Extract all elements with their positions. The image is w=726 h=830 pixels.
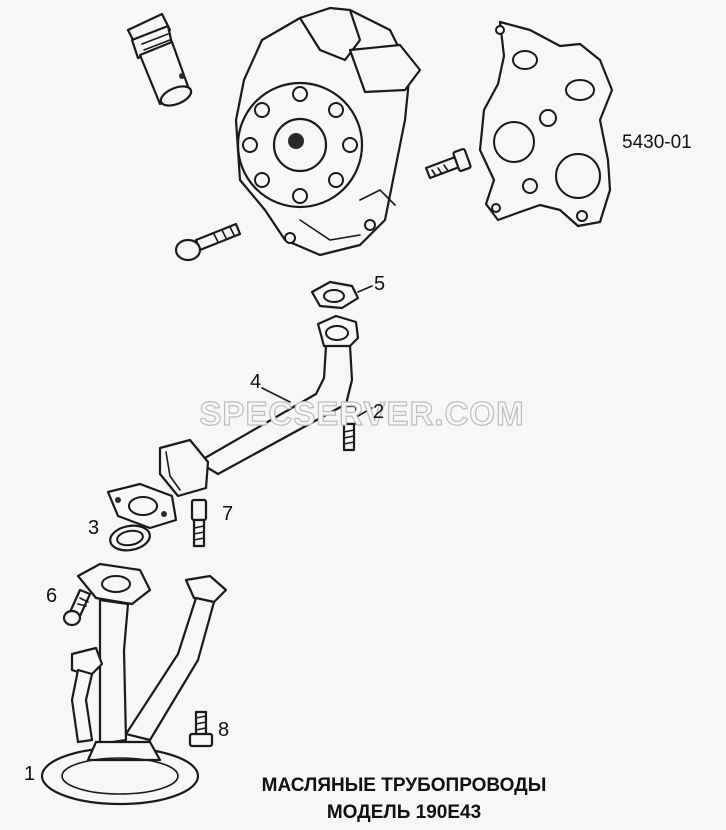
o-ring-3: [109, 524, 151, 552]
suction-pipe-1: [40, 562, 228, 806]
flange-gasket-5: [310, 280, 360, 310]
leader-lines: [261, 285, 373, 417]
callout-6: 6: [46, 585, 57, 607]
bolt-6: [62, 588, 92, 627]
callout-8: 8: [218, 719, 229, 741]
callout-3: 3: [88, 517, 99, 539]
bolt-8: [188, 710, 214, 748]
bolt-7: [190, 498, 208, 548]
callout-7: 7: [222, 503, 233, 525]
oil-pipe-4: [106, 314, 360, 530]
callout-4: 4: [250, 371, 261, 393]
callout-1: 1: [24, 763, 35, 785]
pump-gasket: [478, 20, 614, 228]
callout-2: 2: [373, 401, 384, 423]
caption-line-2: МОДЕЛЬ 190Е43: [327, 802, 481, 823]
bolt-2: [340, 404, 358, 452]
pump-bolt-right: [424, 148, 472, 180]
caption-line-1: МАСЛЯНЫЕ ТРУБОПРОВОДЫ: [262, 775, 547, 796]
watermark: SPECSERVER.COM: [199, 395, 524, 432]
figure-code: 5430-01: [622, 132, 692, 153]
callout-numbers: 1 2 3 4 5 6 7 8: [24, 273, 385, 785]
oil-pump: [234, 6, 422, 257]
callout-5: 5: [374, 273, 385, 295]
pump-bolt-left: [174, 222, 242, 262]
tube-sleeve: [126, 12, 193, 107]
